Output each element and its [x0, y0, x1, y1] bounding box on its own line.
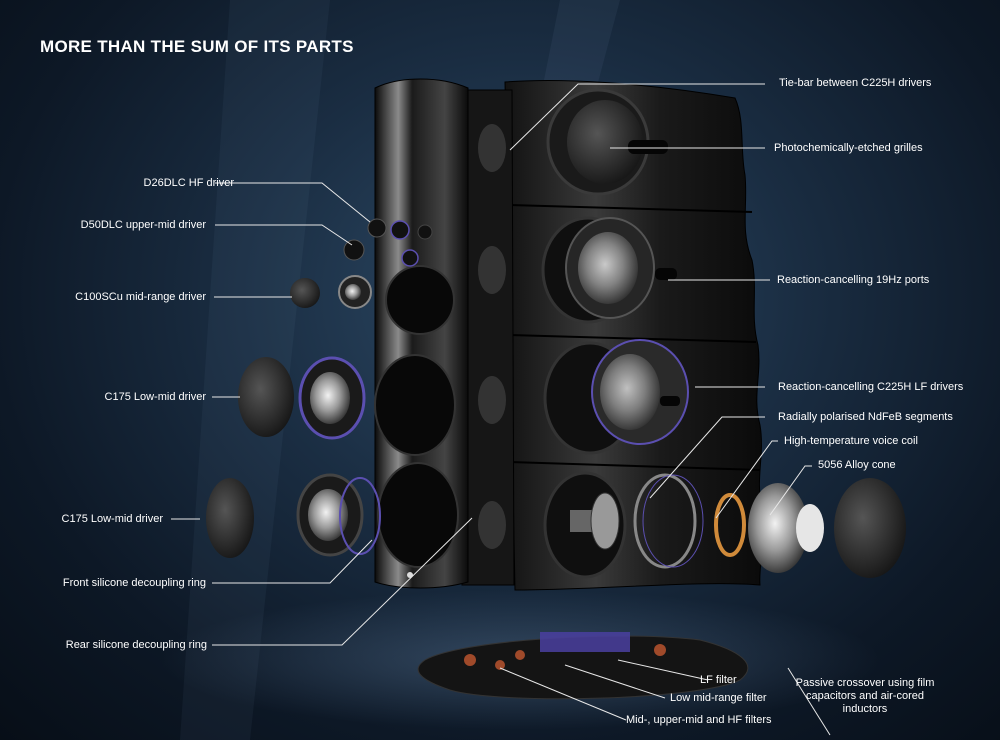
label-mid-range-driver: C100SCu mid-range driver — [75, 291, 206, 303]
label-alloy-cone: 5056 Alloy cone — [818, 459, 896, 471]
label-rear-ring: Rear silicone decoupling ring — [65, 639, 207, 651]
label-front-ring: Front silicone decoupling ring — [62, 577, 206, 589]
label-ports: Reaction-cancelling 19Hz ports — [777, 274, 930, 286]
lf-cabinet — [504, 80, 765, 591]
tie-bar-column — [461, 89, 515, 586]
crossover-board — [417, 632, 749, 700]
label-low-mid-filter: Low mid-range filter — [670, 692, 767, 704]
leader-lines — [171, 83, 831, 736]
label-low-mid-driver-lower: C175 Low-mid driver — [61, 513, 163, 525]
front-baffle — [374, 78, 469, 589]
exploded-front-drivers — [206, 218, 387, 558]
exploded-lf-driver — [570, 473, 906, 578]
label-grilles: Photochemically-etched grilles — [774, 142, 923, 154]
label-hf-driver: D26DLC HF driver — [143, 177, 234, 189]
label-crossover: Passive crossover using film capacitors … — [795, 677, 935, 715]
label-lf-filter: LF filter — [700, 674, 737, 686]
label-ndfeb: Radially polarised NdFeB segments — [778, 411, 953, 423]
label-low-mid-driver-upper: C175 Low-mid driver — [104, 391, 206, 403]
label-voice-coil: High-temperature voice coil — [784, 435, 918, 447]
label-tie-bar: Tie-bar between C225H drivers — [779, 77, 932, 89]
label-upper-mid-driver: D50DLC upper-mid driver — [80, 219, 206, 231]
label-hf-filters: Mid-, upper-mid and HF filters — [626, 714, 772, 726]
page-title: MORE THAN THE SUM OF ITS PARTS — [40, 37, 354, 56]
label-lf-drivers: Reaction-cancelling C225H LF drivers — [778, 381, 964, 393]
